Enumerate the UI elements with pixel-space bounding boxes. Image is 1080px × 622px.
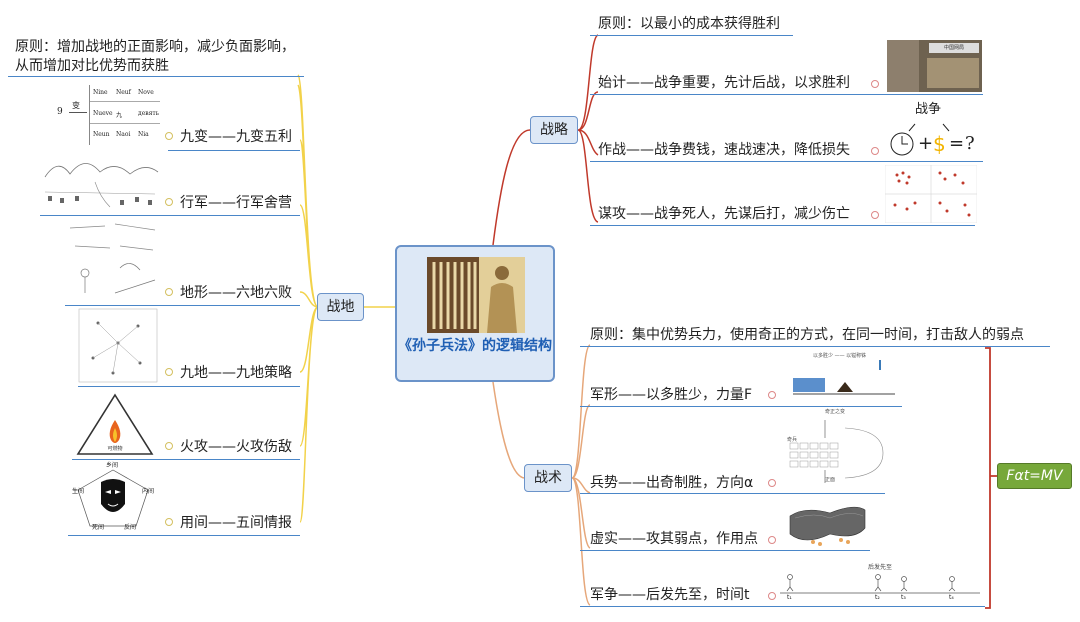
jiubian-underline [168,150,300,151]
connector-center-zhanlue [492,129,531,246]
zuozhan-underline [590,161,983,162]
yongjian-underline [68,535,300,536]
junxing-underline [580,406,902,407]
bingshi-label: 兵势——出奇制胜，方向α [590,475,754,491]
xushi-dot[interactable] [768,536,776,544]
branch-zhanlue[interactable]: 战略 [530,116,578,144]
jiudi-underline [78,386,300,387]
branch-zhandi[interactable]: 战地 [317,293,364,321]
branch-zhanshu[interactable]: 战术 [524,464,572,492]
huogong-label: 火攻——火攻伤敌 [180,439,292,455]
dixing-dot[interactable] [165,288,173,296]
connector-zhanshu-bundle [571,344,591,606]
formula-box[interactable]: Fαt=MV [997,463,1072,489]
xushi-underline [580,550,870,551]
shiji-label: 始计——战争重要，先计后战，以求胜利 [598,75,850,91]
jiubian-illustration: 9 变 Nine Neuf Nove Nueve 九 девять Neun N… [55,85,165,147]
zuozhan-label: 作战——战争费钱，速战速决，降低损失 [598,142,850,158]
huogong-underline [72,459,300,460]
mougong-dot[interactable] [871,211,879,219]
shiji-dot[interactable] [871,80,879,88]
jiudi-illustration [78,308,158,383]
shiji-underline [590,94,983,95]
zhanlue-principle-underline [590,35,793,36]
zhandi-principle-underline [8,76,304,77]
zhanlue-principle: 原则：以最小的成本获得胜利 [598,16,780,32]
xingjun-underline [40,215,300,216]
zhanshu-principle: 原则：集中优势兵力，使用奇正的方式，在同一时间，打击敌人的弱点 [590,327,1024,343]
junzheng-underline [580,606,985,607]
junxing-label: 军形——以多胜少，力量F [590,387,753,403]
shiji-illustration: 中国网局 [887,40,982,92]
dixing-illustration [69,223,156,294]
jiubian-dot[interactable] [165,132,173,140]
jiudi-label: 九地——九地策略 [180,365,292,381]
junzheng-dot[interactable] [768,592,776,600]
yongjian-dot[interactable] [165,518,173,526]
connector-zhanlue-bundle [577,34,599,223]
xingjun-illustration [44,163,159,208]
zhanshu-principle-underline [580,346,1050,347]
bracket [985,347,997,609]
xushi-label: 虚实——攻其弱点，作用点 [590,531,758,547]
yongjian-label: 用间——五间情报 [180,515,292,531]
xingjun-label: 行军——行军舍营 [180,195,292,211]
connector-center-zhanshu [492,381,526,479]
zuozhan-illustration: 战争 + $ = ? [885,98,980,160]
center-node[interactable]: 《孙子兵法》的逻辑结构 [395,245,555,382]
jiudi-dot[interactable] [165,368,173,376]
junxing-dot[interactable] [768,391,776,399]
bingshi-underline [580,493,885,494]
svg-text:可燃物: 可燃物 [107,445,122,452]
mougong-underline [590,225,975,226]
zhandi-principle: 原则：增加战地的正面影响，减少负面影响，从而增加对比优势而获胜 [15,39,295,74]
center-title: 《孙子兵法》的逻辑结构 [398,338,552,354]
mougong-label: 谋攻——战争死人，先谋后打，减少伤亡 [598,206,850,222]
yongjian-illustration: 乡间 生间 内间 死间 反间 [72,462,155,531]
junzheng-label: 军争——后发先至，时间t [590,587,750,603]
jiubian-label: 九变——九变五利 [180,129,292,145]
mougong-illustration [885,165,977,223]
bingshi-illustration: 奇正之变 正面 奇兵 [785,408,885,492]
connector-zhandi-bundle [297,74,319,523]
dixing-underline [65,305,300,306]
huogong-illustration: 可燃物 [76,393,154,455]
huogong-dot[interactable] [165,442,173,450]
bingshi-dot[interactable] [768,479,776,487]
xushi-illustration [789,506,866,546]
junzheng-illustration: 后发先至 t₁ t₂ t₃ t₄ [780,564,980,601]
center-image [427,257,525,333]
junxing-illustration: 以多胜少 —— 以镒称铢 [785,350,905,402]
zuozhan-dot[interactable] [871,147,879,155]
dixing-label: 地形——六地六败 [180,285,292,301]
xingjun-dot[interactable] [165,198,173,206]
